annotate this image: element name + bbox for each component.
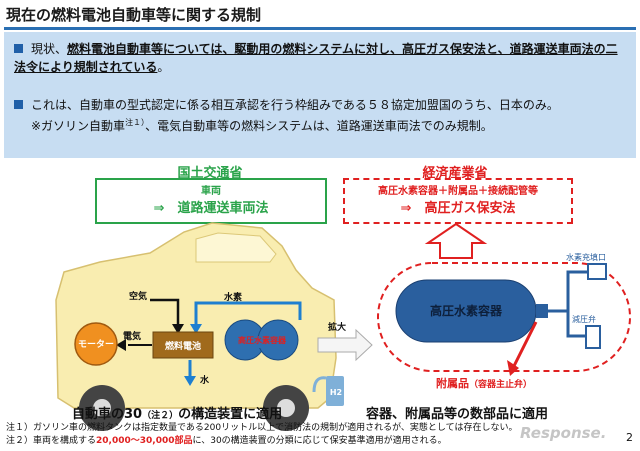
mlit-law: ⇒ 道路運送車両法 <box>153 201 269 216</box>
motor-icon <box>74 322 118 366</box>
hydrogen-arrow-icon <box>190 324 202 334</box>
page-number: 2 <box>626 431 633 444</box>
meti-law: ⇒ 高圧ガス保安法 <box>400 201 516 216</box>
large-tank-label: 高圧水素容器 <box>429 304 502 318</box>
inlet-pipe <box>548 270 590 313</box>
hydrogen-label: 水素 <box>224 293 243 303</box>
car-caption-note: （注２） <box>142 411 179 421</box>
electricity-label: 電気 <box>123 332 142 342</box>
car-window <box>195 232 277 263</box>
up-arrow-icon <box>424 222 488 259</box>
meti-box <box>343 178 573 224</box>
inlet-label: 水素充填口 <box>566 253 606 262</box>
watermark-logo: Response. <box>520 424 607 442</box>
bullet-marker <box>14 44 23 53</box>
front-hub <box>93 399 111 417</box>
bullet-2-text: これは、自動車の型式認定に係る相互承認を行う枠組みである５８協定加盟国のうち、日… <box>31 98 559 112</box>
bullet-2: これは、自動車の型式認定に係る相互承認を行う枠組みである５８協定加盟国のうち、日… <box>14 96 626 135</box>
accessory-arrow-icon <box>507 360 519 376</box>
water-arrow-icon <box>184 376 196 386</box>
zoom-label: 拡大 <box>328 323 347 333</box>
tank-caption: 容器、附属品等の数部品に適用 <box>366 407 549 422</box>
meti-heading: 経済産業省 <box>422 166 488 181</box>
accessory-line <box>512 321 538 367</box>
accessory-title: 附属品 <box>436 377 469 390</box>
electric-arrow-icon <box>116 339 126 351</box>
bullet-1-suffix: 。 <box>157 60 170 74</box>
info-panel <box>4 32 636 158</box>
accessory-label: 附属品（容器主止弁） <box>436 372 532 391</box>
h2-badge: H2 <box>329 388 343 397</box>
motor-label: モーター <box>77 340 114 350</box>
car-caption-a: 自動車の30 <box>72 407 143 422</box>
meti-item: 高圧水素容器＋附属品＋接続配管等 <box>378 186 538 197</box>
air-label: 空気 <box>129 292 148 302</box>
hydrogen-line <box>194 301 302 330</box>
tank-neck <box>536 304 548 318</box>
note-1: 注１）ガソリン車の燃料タンクは指定数量である200リットル以上で消防法の規制が適… <box>6 423 518 433</box>
hydrogen-inlet-icon <box>587 263 607 280</box>
detail-outline <box>377 262 631 372</box>
fuel-cell-label: 燃料電池 <box>164 342 201 352</box>
valve-label: 減圧弁 <box>572 315 596 324</box>
bullet-marker <box>14 100 23 109</box>
pressure-valve-icon <box>585 325 601 349</box>
bullet-2-note-ref: 注１） <box>125 118 146 127</box>
bullet-2-note-a: ※ガソリン自動車 <box>31 119 126 133</box>
car-caption: 自動車の30（注２）の構造装置に適用 <box>72 403 282 422</box>
accessory-sub: （容器主止弁） <box>469 380 533 390</box>
note-2-emphasis: 20,000～30,000部品 <box>96 436 193 446</box>
mlit-heading: 国土交通省 <box>177 166 243 181</box>
note-2-post: に、30の構造装置の分類に応じて保安基準適用が適用される。 <box>192 436 447 446</box>
air-line <box>150 298 180 330</box>
title-divider <box>4 27 636 30</box>
water-label: 水 <box>200 376 210 386</box>
bullet-1-emphasis: 燃料電池自動車等については、駆動用の燃料システムに対し、高圧ガス保安法と、道路運… <box>14 42 618 74</box>
valve-pipe <box>566 311 586 338</box>
fuel-cell-icon <box>152 331 214 359</box>
zoom-arrow-icon <box>317 328 373 362</box>
hydrogen-pump-icon <box>326 376 344 406</box>
car-tank-bridge <box>237 336 289 348</box>
car-tank-label: 高圧水素容器 <box>238 336 286 345</box>
bullet-2-note-b: 、電気自動車等の燃料システムは、道路運送車両法でのみ規制。 <box>145 119 493 133</box>
bullet-1: 現状、燃料電池自動車等については、駆動用の燃料システムに対し、高圧ガス保安法と、… <box>14 40 626 76</box>
air-arrow-icon <box>172 324 184 334</box>
rear-hub <box>277 399 295 417</box>
note-2-pre: 注２）車両を構成する <box>6 436 97 446</box>
bullet-1-prefix: 現状、 <box>31 42 68 56</box>
mlit-item: 車両 <box>201 186 221 197</box>
car-caption-b: の構造装置に適用 <box>178 407 283 422</box>
pump-hose <box>312 376 327 393</box>
page-title: 現在の燃料電池自動車等に関する規制 <box>6 6 262 24</box>
note-2: 注２）車両を構成する20,000～30,000部品に、30の構造装置の分類に応じ… <box>6 435 447 447</box>
